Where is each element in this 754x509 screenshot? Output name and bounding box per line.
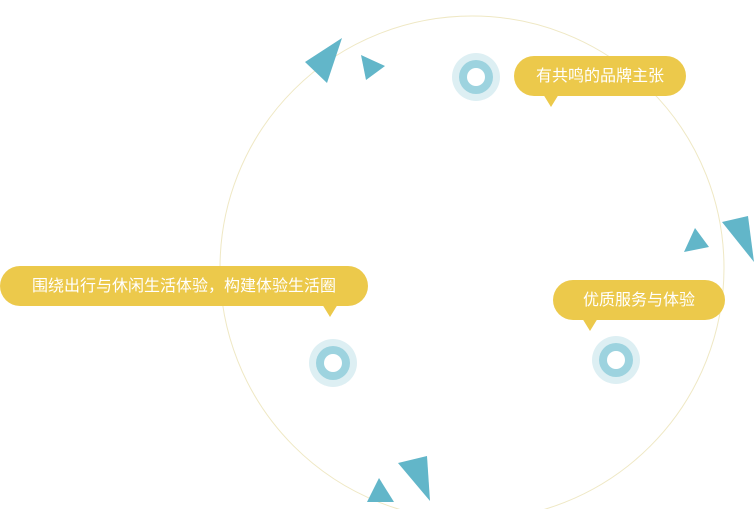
quality-service-bubble: 优质服务与体验	[553, 280, 725, 331]
lifestyle-circle-label: 围绕出行与休闲生活体验，构建体验生活圈	[31, 276, 336, 295]
bubble-tail	[543, 94, 559, 107]
brand-proposition-label: 有共鸣的品牌主张	[535, 66, 664, 85]
triangle-decor	[398, 456, 430, 501]
bubble-tail	[582, 318, 598, 331]
node-circle	[452, 53, 500, 101]
bubble-tail	[322, 304, 338, 317]
triangle-decor	[684, 228, 709, 252]
node-circle	[592, 336, 640, 384]
triangle-decor	[722, 216, 754, 262]
triangle-decor	[361, 55, 385, 80]
node-core	[324, 354, 342, 372]
node-core	[467, 68, 485, 86]
brand-proposition-bubble: 有共鸣的品牌主张	[514, 56, 686, 107]
triangle-decor	[367, 478, 394, 502]
node-circle	[309, 339, 357, 387]
triangle-decor	[305, 38, 342, 83]
quality-service-label: 优质服务与体验	[582, 290, 695, 309]
node-core	[607, 351, 625, 369]
lifestyle-circle-bubble: 围绕出行与休闲生活体验，构建体验生活圈	[0, 266, 368, 317]
